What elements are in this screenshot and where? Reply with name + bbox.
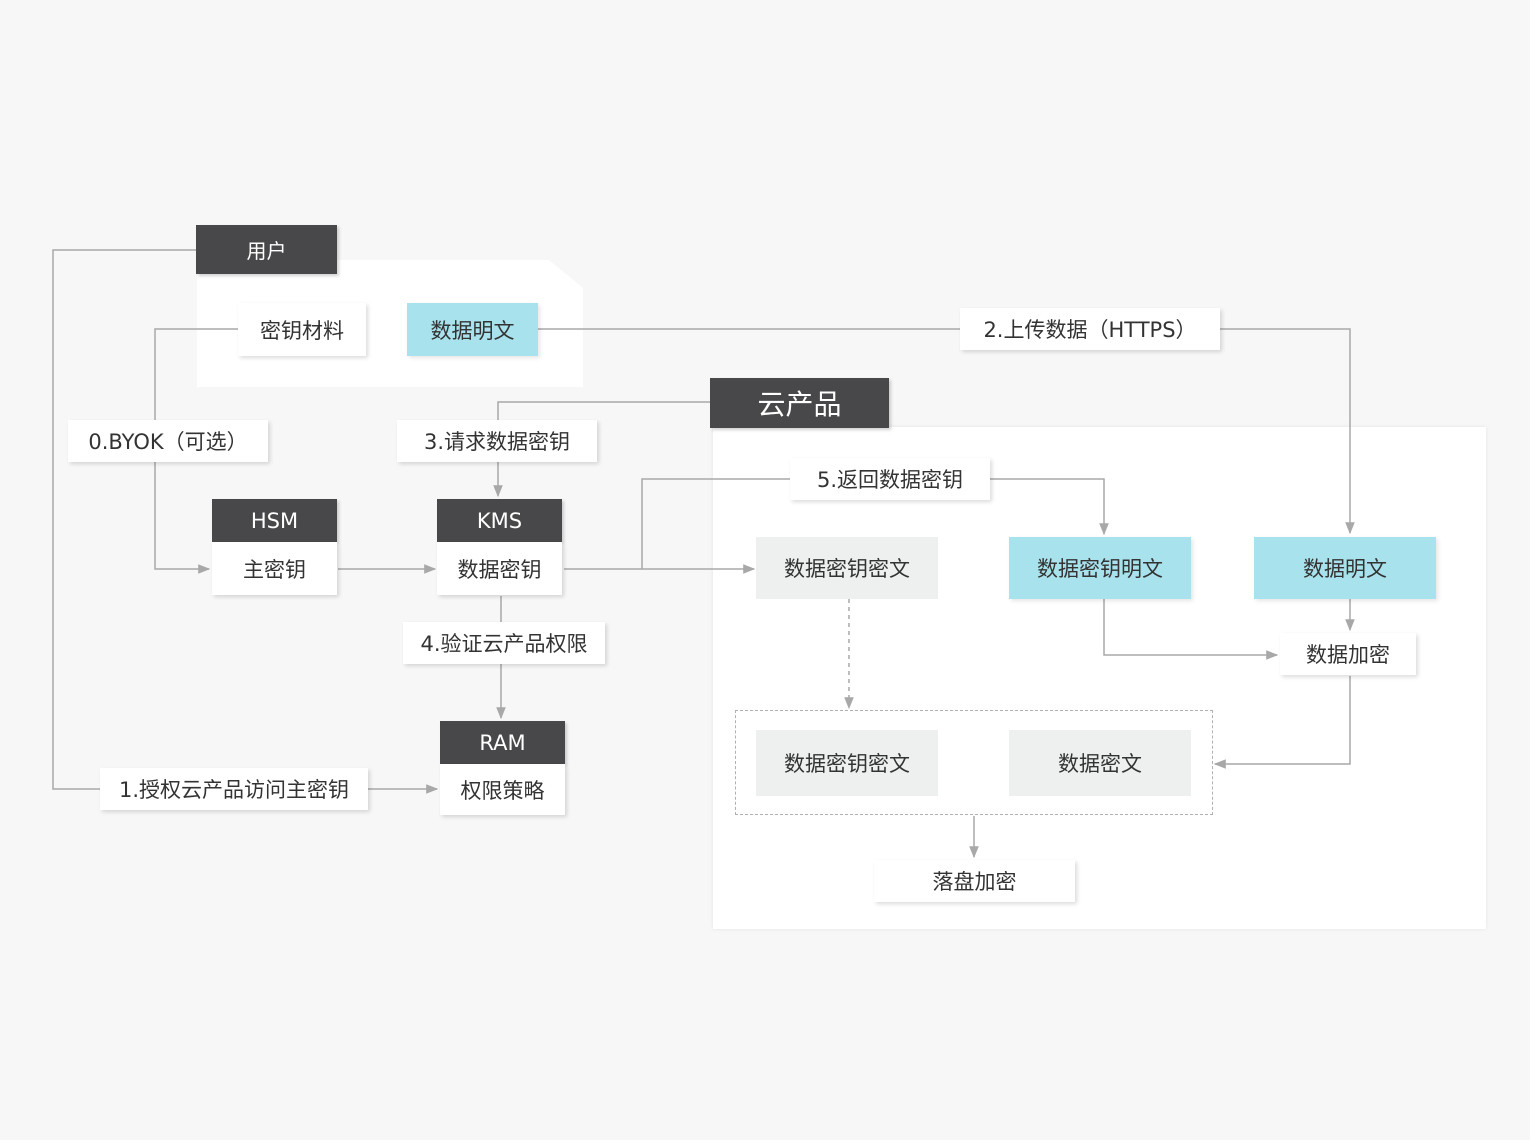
kms-header-label: KMS: [476, 508, 523, 533]
data-ciphertext-label: 数据密文: [1058, 752, 1142, 776]
step-return-key-label: 5.返回数据密钥: [790, 458, 990, 500]
edge-kms-to-return: [641, 478, 790, 569]
kms-data-key-label: 数据密钥: [457, 557, 542, 582]
disk-encrypt-label: 落盘加密: [932, 870, 1017, 894]
stored-data-key-ciphertext-label: 数据密钥密文: [784, 752, 910, 776]
edge-encrypt-to-group: [1213, 676, 1351, 769]
stored-data-key-ciphertext-box: 数据密钥密文: [756, 730, 938, 796]
user-data-plaintext-box: 数据明文: [407, 303, 538, 356]
step-upload-label: 2.上传数据（HTTPS）: [960, 308, 1220, 350]
ram-header-label: RAM: [479, 730, 526, 755]
edge-return-to-keyplain: [990, 478, 1109, 536]
user-header-label: 用户: [246, 239, 287, 263]
hsm-header: HSM: [212, 499, 337, 542]
step-verify-text: 4.验证云产品权限: [420, 632, 588, 656]
edge-user-to-ram: [52, 249, 196, 790]
hsm-master-key-label: 主密钥: [243, 557, 306, 582]
cloud-data-key-plaintext-box: 数据密钥明文: [1009, 537, 1191, 599]
cloud-product-panel: [713, 427, 1486, 929]
cloud-data-key-ciphertext-label: 数据密钥密文: [784, 557, 910, 581]
key-material-box: 密钥材料: [238, 303, 366, 356]
cloud-product-header-label: 云产品: [757, 388, 842, 421]
edge-keyplain-to-encrypt: [1103, 599, 1279, 660]
step-verify-label: 4.验证云产品权限: [403, 622, 605, 664]
data-encrypt-box: 数据加密: [1280, 633, 1416, 675]
key-material-label: 密钥材料: [260, 318, 344, 343]
hsm-header-label: HSM: [250, 508, 299, 533]
kms-data-key-box: 数据密钥: [437, 542, 562, 595]
data-encrypt-label: 数据加密: [1306, 643, 1390, 667]
step-authorize-text: 1.授权云产品访问主密钥: [118, 778, 350, 802]
ram-header: RAM: [440, 721, 565, 764]
edge-upload-to-cloud: [1220, 328, 1355, 535]
step-return-key-text: 5.返回数据密钥: [816, 468, 964, 492]
kms-header: KMS: [437, 499, 562, 542]
cloud-data-key-plaintext-label: 数据密钥明文: [1037, 557, 1163, 581]
data-ciphertext-box: 数据密文: [1009, 730, 1191, 796]
step-request-key-label: 3.请求数据密钥: [397, 420, 597, 462]
user-data-plaintext-label: 数据明文: [430, 318, 515, 343]
stored-data-group: [735, 710, 1213, 815]
ram-policy-box: 权限策略: [440, 764, 565, 815]
cloud-product-header: 云产品: [710, 378, 889, 428]
edge-byok-to-hsm: [154, 460, 211, 574]
user-header: 用户: [196, 225, 337, 274]
step-authorize-label: 1.授权云产品访问主密钥: [100, 768, 368, 810]
step-upload-text: 2.上传数据（HTTPS）: [983, 318, 1197, 342]
cloud-data-plaintext-label: 数据明文: [1303, 557, 1387, 581]
hsm-master-key-box: 主密钥: [212, 542, 337, 595]
ram-policy-label: 权限策略: [460, 778, 545, 803]
edge-cloud-to-request: [497, 401, 710, 422]
disk-encrypt-box: 落盘加密: [874, 860, 1075, 902]
cloud-data-key-ciphertext-box: 数据密钥密文: [756, 537, 938, 599]
step-byok-label: 0.BYOK（可选）: [68, 420, 268, 462]
step-byok-text: 0.BYOK（可选）: [88, 430, 248, 454]
step-request-key-text: 3.请求数据密钥: [423, 430, 571, 454]
cloud-data-plaintext-box: 数据明文: [1254, 537, 1436, 599]
edge-keymaterial-to-byok: [154, 328, 238, 422]
